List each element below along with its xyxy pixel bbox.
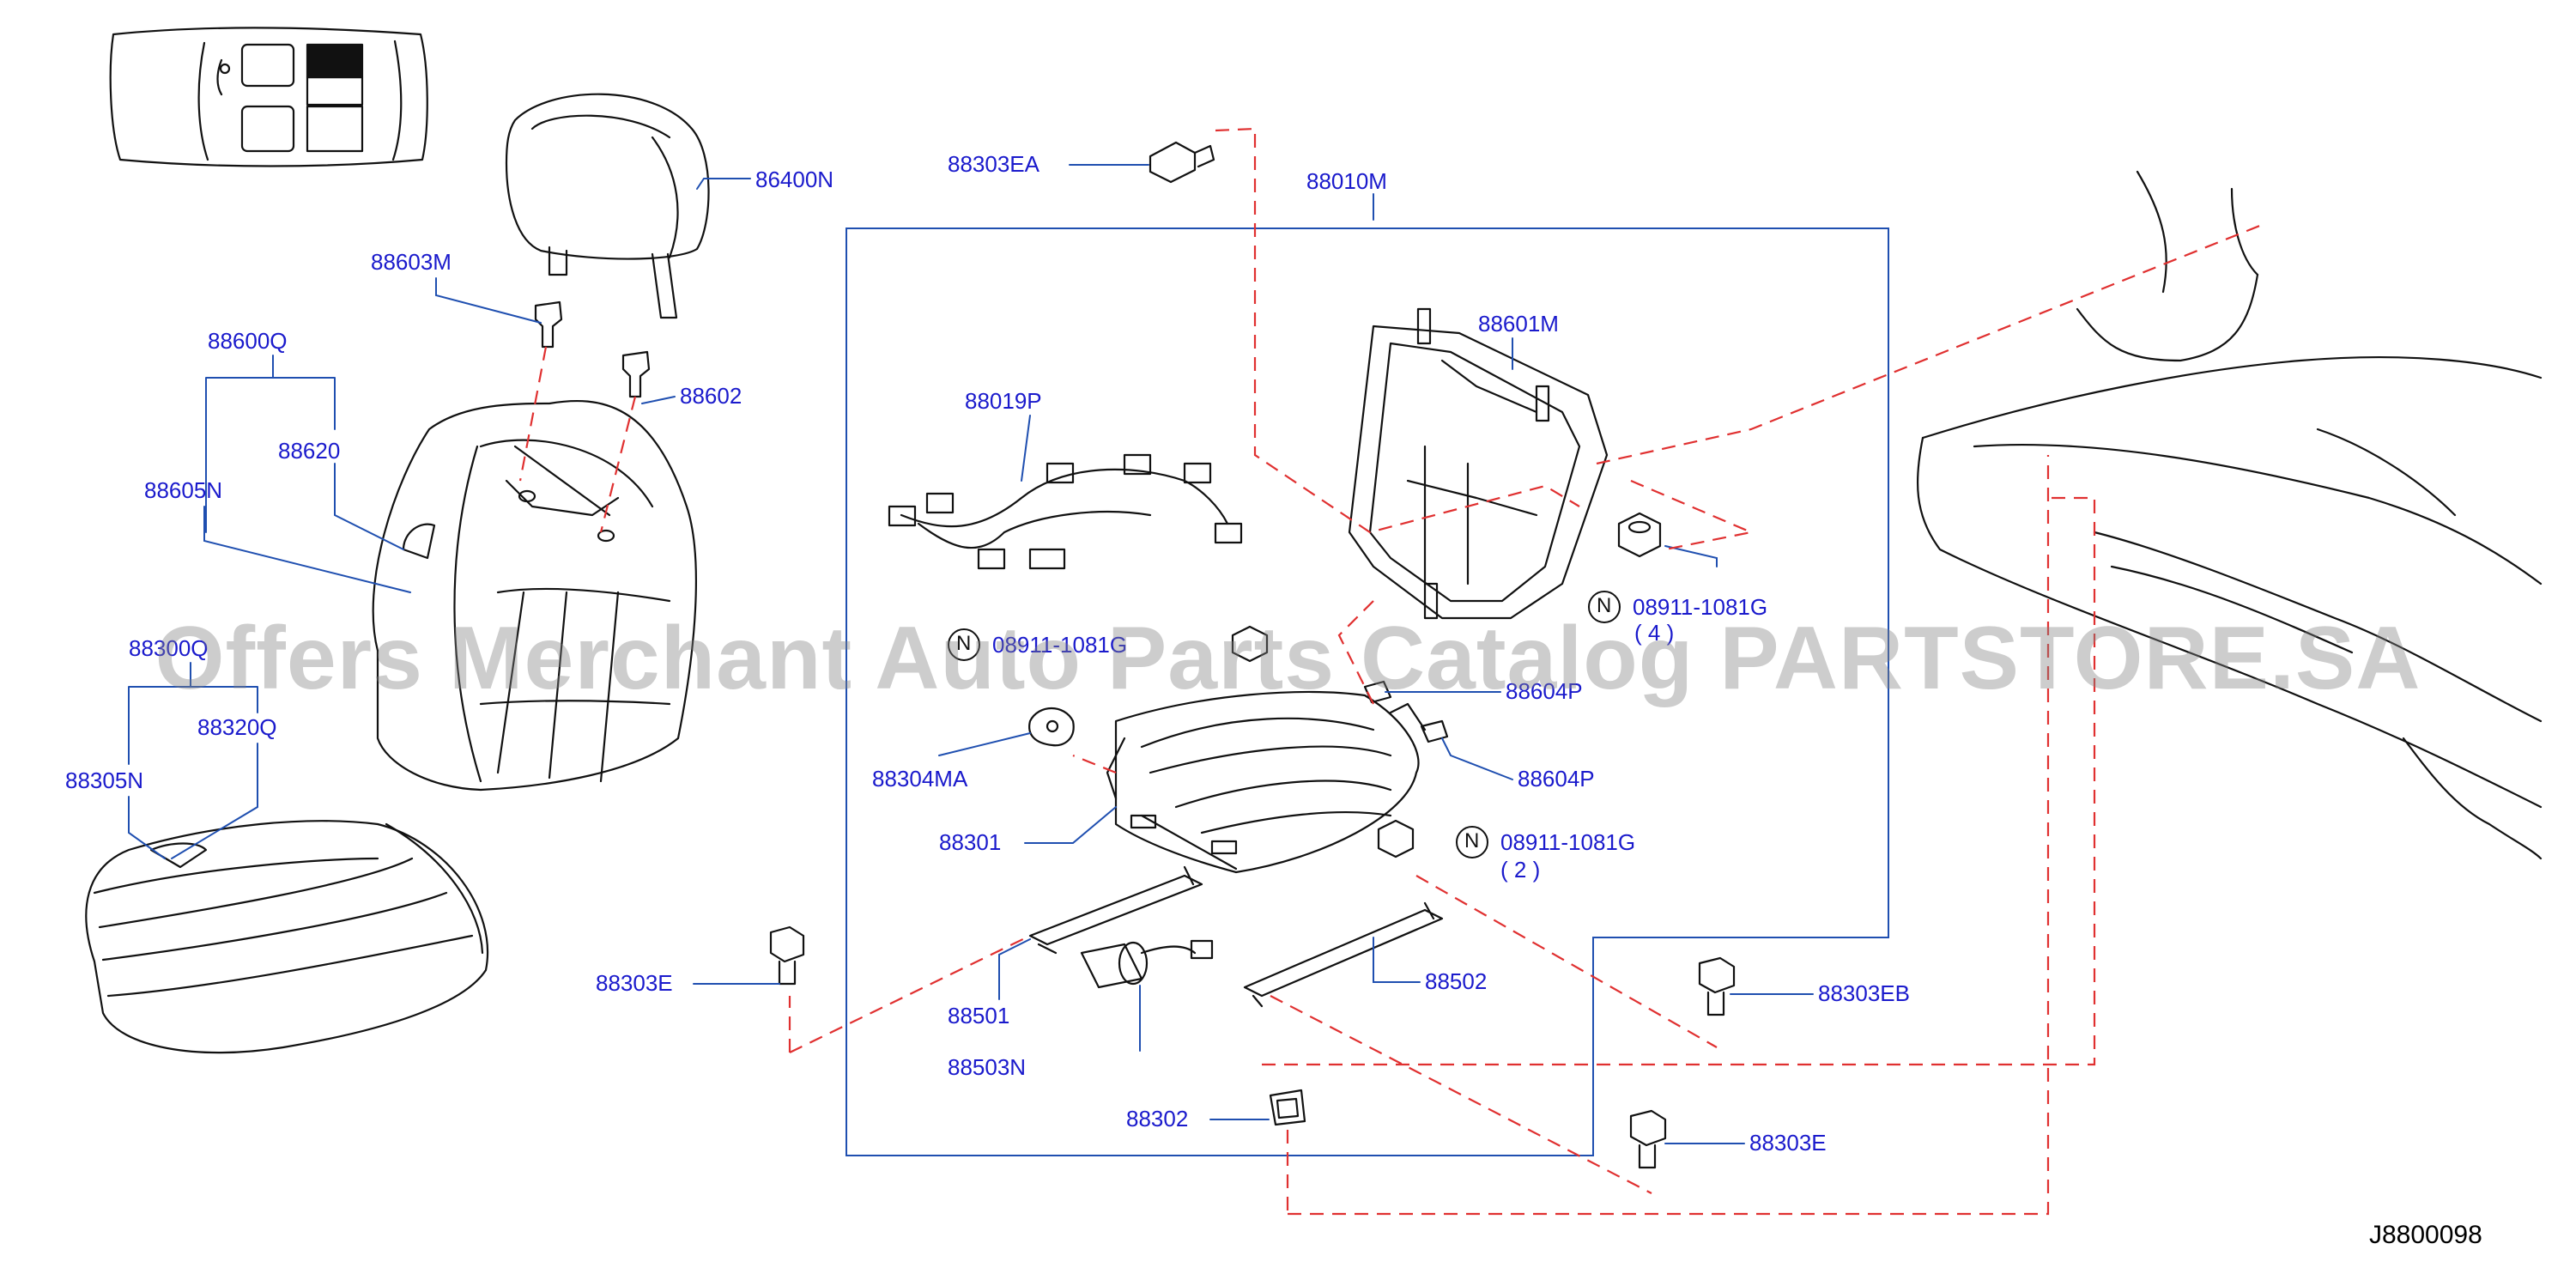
leader-88305N [128,796,166,859]
leader-88600Q [205,355,336,533]
label-88603M[interactable]: 88603M [371,249,452,275]
leader-88010M [846,193,1889,1156]
label-88620[interactable]: 88620 [278,438,341,464]
nut-08911-a [1617,512,1662,558]
label-08911-1081G-b[interactable]: 08911-1081G [992,632,1128,658]
label-88602[interactable]: 88602 [680,383,742,409]
quantity-08911-c: ( 2 ) [1500,857,1541,883]
slide-motor [1080,939,1214,989]
bolt-88303E-right [1629,1109,1667,1169]
label-88303E-right[interactable]: 88303E [1749,1130,1827,1156]
label-88503N[interactable]: 88503N [948,1054,1027,1080]
bushing-88603M [534,300,563,349]
leader-08911-a [1664,545,1718,567]
label-88305N[interactable]: 88305N [65,767,144,793]
leader-88604P-b [1441,737,1513,780]
label-08911-1081G-a[interactable]: 08911-1081G [1633,594,1768,620]
bolt-88303EA [1149,141,1215,184]
slide-rail-88502 [1243,901,1444,1008]
bolt-88303EB [1698,956,1736,1016]
seat-cushion [85,820,488,1054]
label-88604P-a[interactable]: 88604P [1506,678,1583,704]
grommet-88604P-b [1420,719,1449,743]
label-88600Q[interactable]: 88600Q [208,328,288,354]
leader-88300Q [128,662,258,765]
label-88502[interactable]: 88502 [1425,968,1488,994]
label-88304MA[interactable]: 88304MA [872,766,968,792]
clip-88302 [1269,1089,1306,1126]
label-88320Q[interactable]: 88320Q [197,714,277,740]
new-part-marker-b: N [956,632,972,655]
new-part-marker-c: N [1464,829,1480,852]
leader-88301 [1024,806,1117,844]
clip-88304MA [1028,707,1075,747]
dash-frame-floor-b [1630,479,1755,551]
headrest [505,93,710,319]
dash-rail-88502 [1262,496,2096,1066]
dash-headrest-post-left [518,346,548,482]
label-88303EB[interactable]: 88303EB [1818,980,1910,1006]
leader-88502 [1373,937,1421,983]
cushion-frame [1106,690,1427,874]
leader-88304MA [938,732,1031,756]
label-88605N[interactable]: 88605N [144,477,223,503]
vehicle-locator-icon [109,27,428,167]
seat-back [372,399,697,792]
dash-88303E-right [1288,455,2050,1216]
new-part-circle-c [1456,826,1488,858]
dash-frame-floor-a [1596,221,2267,465]
leader-86400N [696,178,751,190]
new-part-marker-a: N [1597,594,1612,617]
seatback-frame [1348,307,1609,620]
slide-rail-88501 [1028,865,1203,955]
label-88601M[interactable]: 88601M [1478,311,1559,337]
bolt-88303E-left [769,925,805,986]
label-88300Q[interactable]: 88300Q [129,635,209,661]
wire-harness [888,453,1243,570]
nut-08911-c [1377,819,1415,858]
leader-88501 [998,938,1031,1000]
label-88301[interactable]: 88301 [939,829,1002,855]
dash-88303E-left [789,935,1031,1053]
leader-88019P [1021,415,1031,482]
label-86400N[interactable]: 86400N [755,167,834,192]
label-88019P[interactable]: 88019P [965,388,1042,414]
quantity-08911-a: ( 4 ) [1634,620,1675,646]
leader-88620 [334,463,404,550]
dash-cushion-frame [1072,600,1374,774]
dash-headrest-post-right [599,396,637,533]
leader-88602 [641,396,676,404]
label-88303E-left[interactable]: 88303E [596,970,673,996]
label-88303EA[interactable]: 88303EA [948,151,1039,177]
diagram-code: J8800098 [2369,1221,2482,1249]
label-88010M[interactable]: 88010M [1306,168,1387,194]
dash-88303EB [1415,875,1718,1048]
leader-88605N [203,506,411,593]
label-88604P-b[interactable]: 88604P [1518,766,1595,792]
nut-08911-b [1231,625,1269,663]
label-88501[interactable]: 88501 [948,1003,1010,1028]
dash-rail-88502-bolt [1270,995,1652,1194]
new-part-circle-b [948,628,980,661]
leader-88320Q [171,743,258,859]
leader-88603M [435,277,542,324]
dash-88303EA [1215,127,1580,534]
vehicle-floor [1916,170,2543,860]
new-part-circle-a [1588,591,1621,623]
label-88302[interactable]: 88302 [1126,1106,1189,1131]
bushing-88602 [621,350,651,398]
label-08911-1081G-c[interactable]: 08911-1081G [1500,829,1636,855]
